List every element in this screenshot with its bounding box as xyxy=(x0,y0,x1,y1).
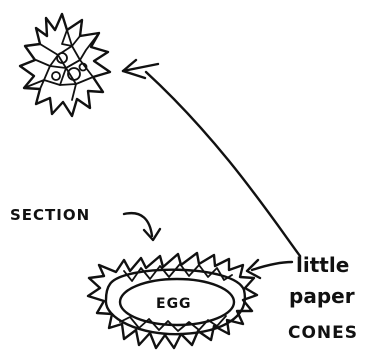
cones-annotation: little paper CONES xyxy=(288,253,358,343)
annotation-line-paper: paper xyxy=(289,284,355,308)
egg-label: EGG xyxy=(156,296,192,312)
annotation-line-cones: CONES xyxy=(288,323,358,343)
section-label: SECTION xyxy=(10,206,90,224)
section-arrow xyxy=(124,213,160,240)
cone-cluster xyxy=(20,14,110,116)
arrow-to-section xyxy=(247,260,292,278)
annotation-line-little: little xyxy=(296,253,349,277)
